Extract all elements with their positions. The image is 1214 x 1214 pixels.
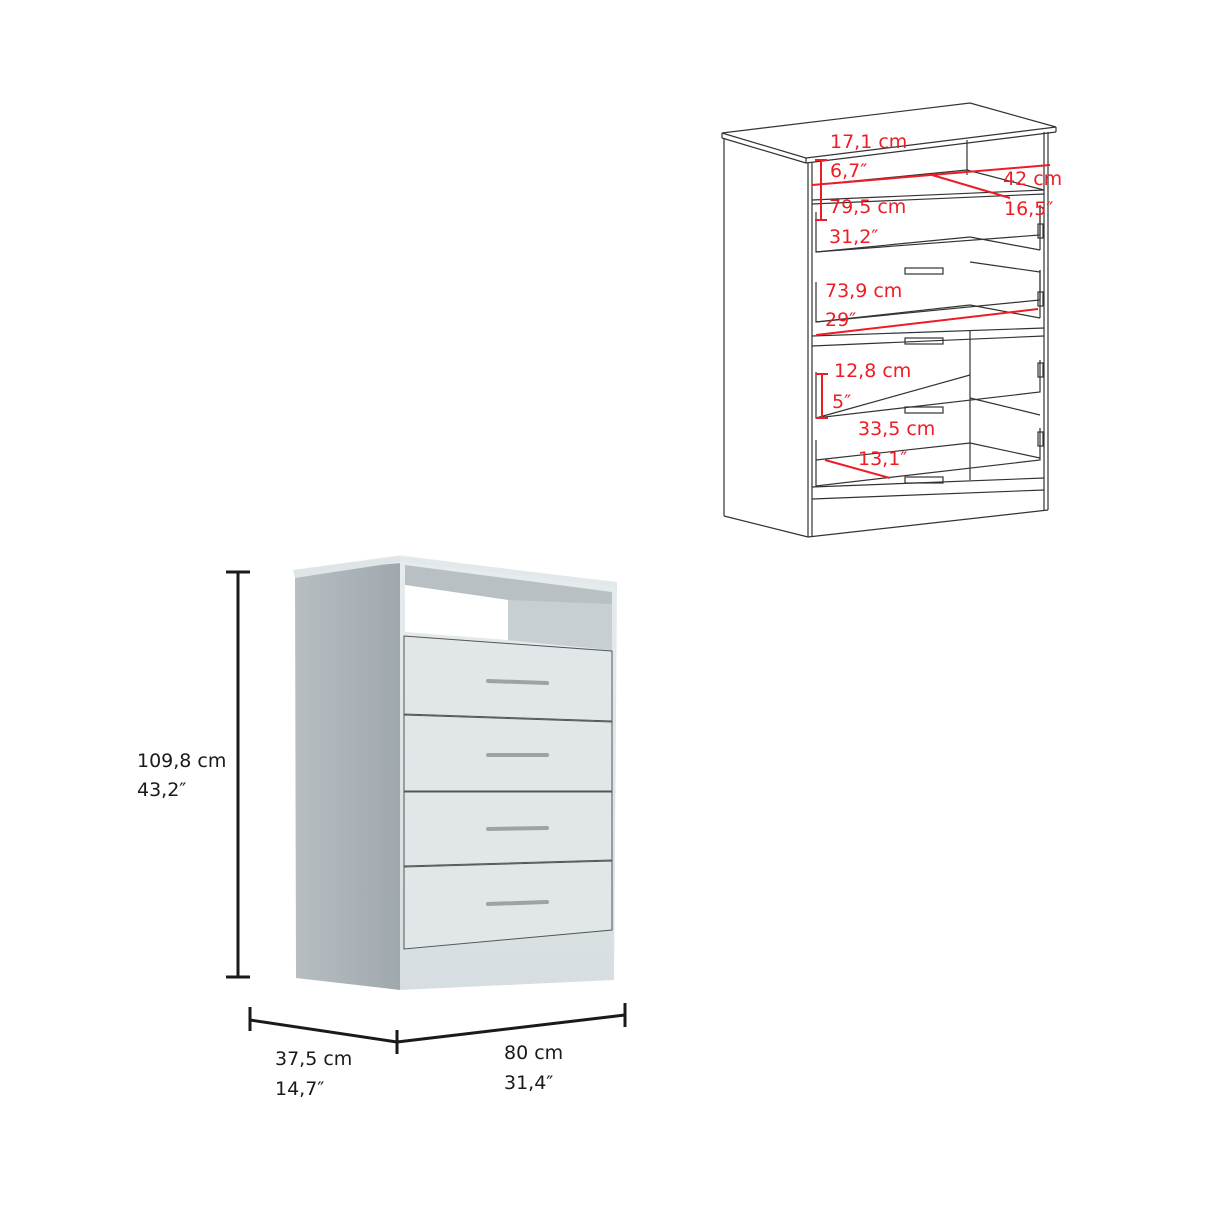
shelf-depth-in: 16,5″ — [1004, 198, 1054, 220]
drawer-depth-cm: 33,5 cm — [858, 418, 936, 440]
shelf-height-in: 6,7″ — [830, 160, 868, 182]
shelf-width-cm: 79,5 cm — [829, 196, 907, 218]
drawer-height-in: 5″ — [832, 391, 852, 413]
height-cm-label: 109,8 cm — [137, 750, 227, 772]
drawer-width-cm: 73,9 cm — [825, 280, 903, 302]
height-in-label: 43,2″ — [137, 779, 187, 801]
width-cm-label: 80 cm — [504, 1042, 564, 1064]
depth-in-label: 14,7″ — [275, 1078, 325, 1100]
drawer-depth-in: 13,1″ — [858, 448, 908, 470]
shelf-depth-cm: 42 cm — [1003, 168, 1063, 190]
shelf-height-cm: 17,1 cm — [830, 131, 908, 153]
drawer-width-in: 29″ — [825, 309, 857, 331]
drawer-height-cm: 12,8 cm — [834, 360, 912, 382]
depth-cm-label: 37,5 cm — [275, 1048, 353, 1070]
width-in-label: 31,4″ — [504, 1072, 554, 1094]
shelf-width-in: 31,2″ — [829, 226, 879, 248]
